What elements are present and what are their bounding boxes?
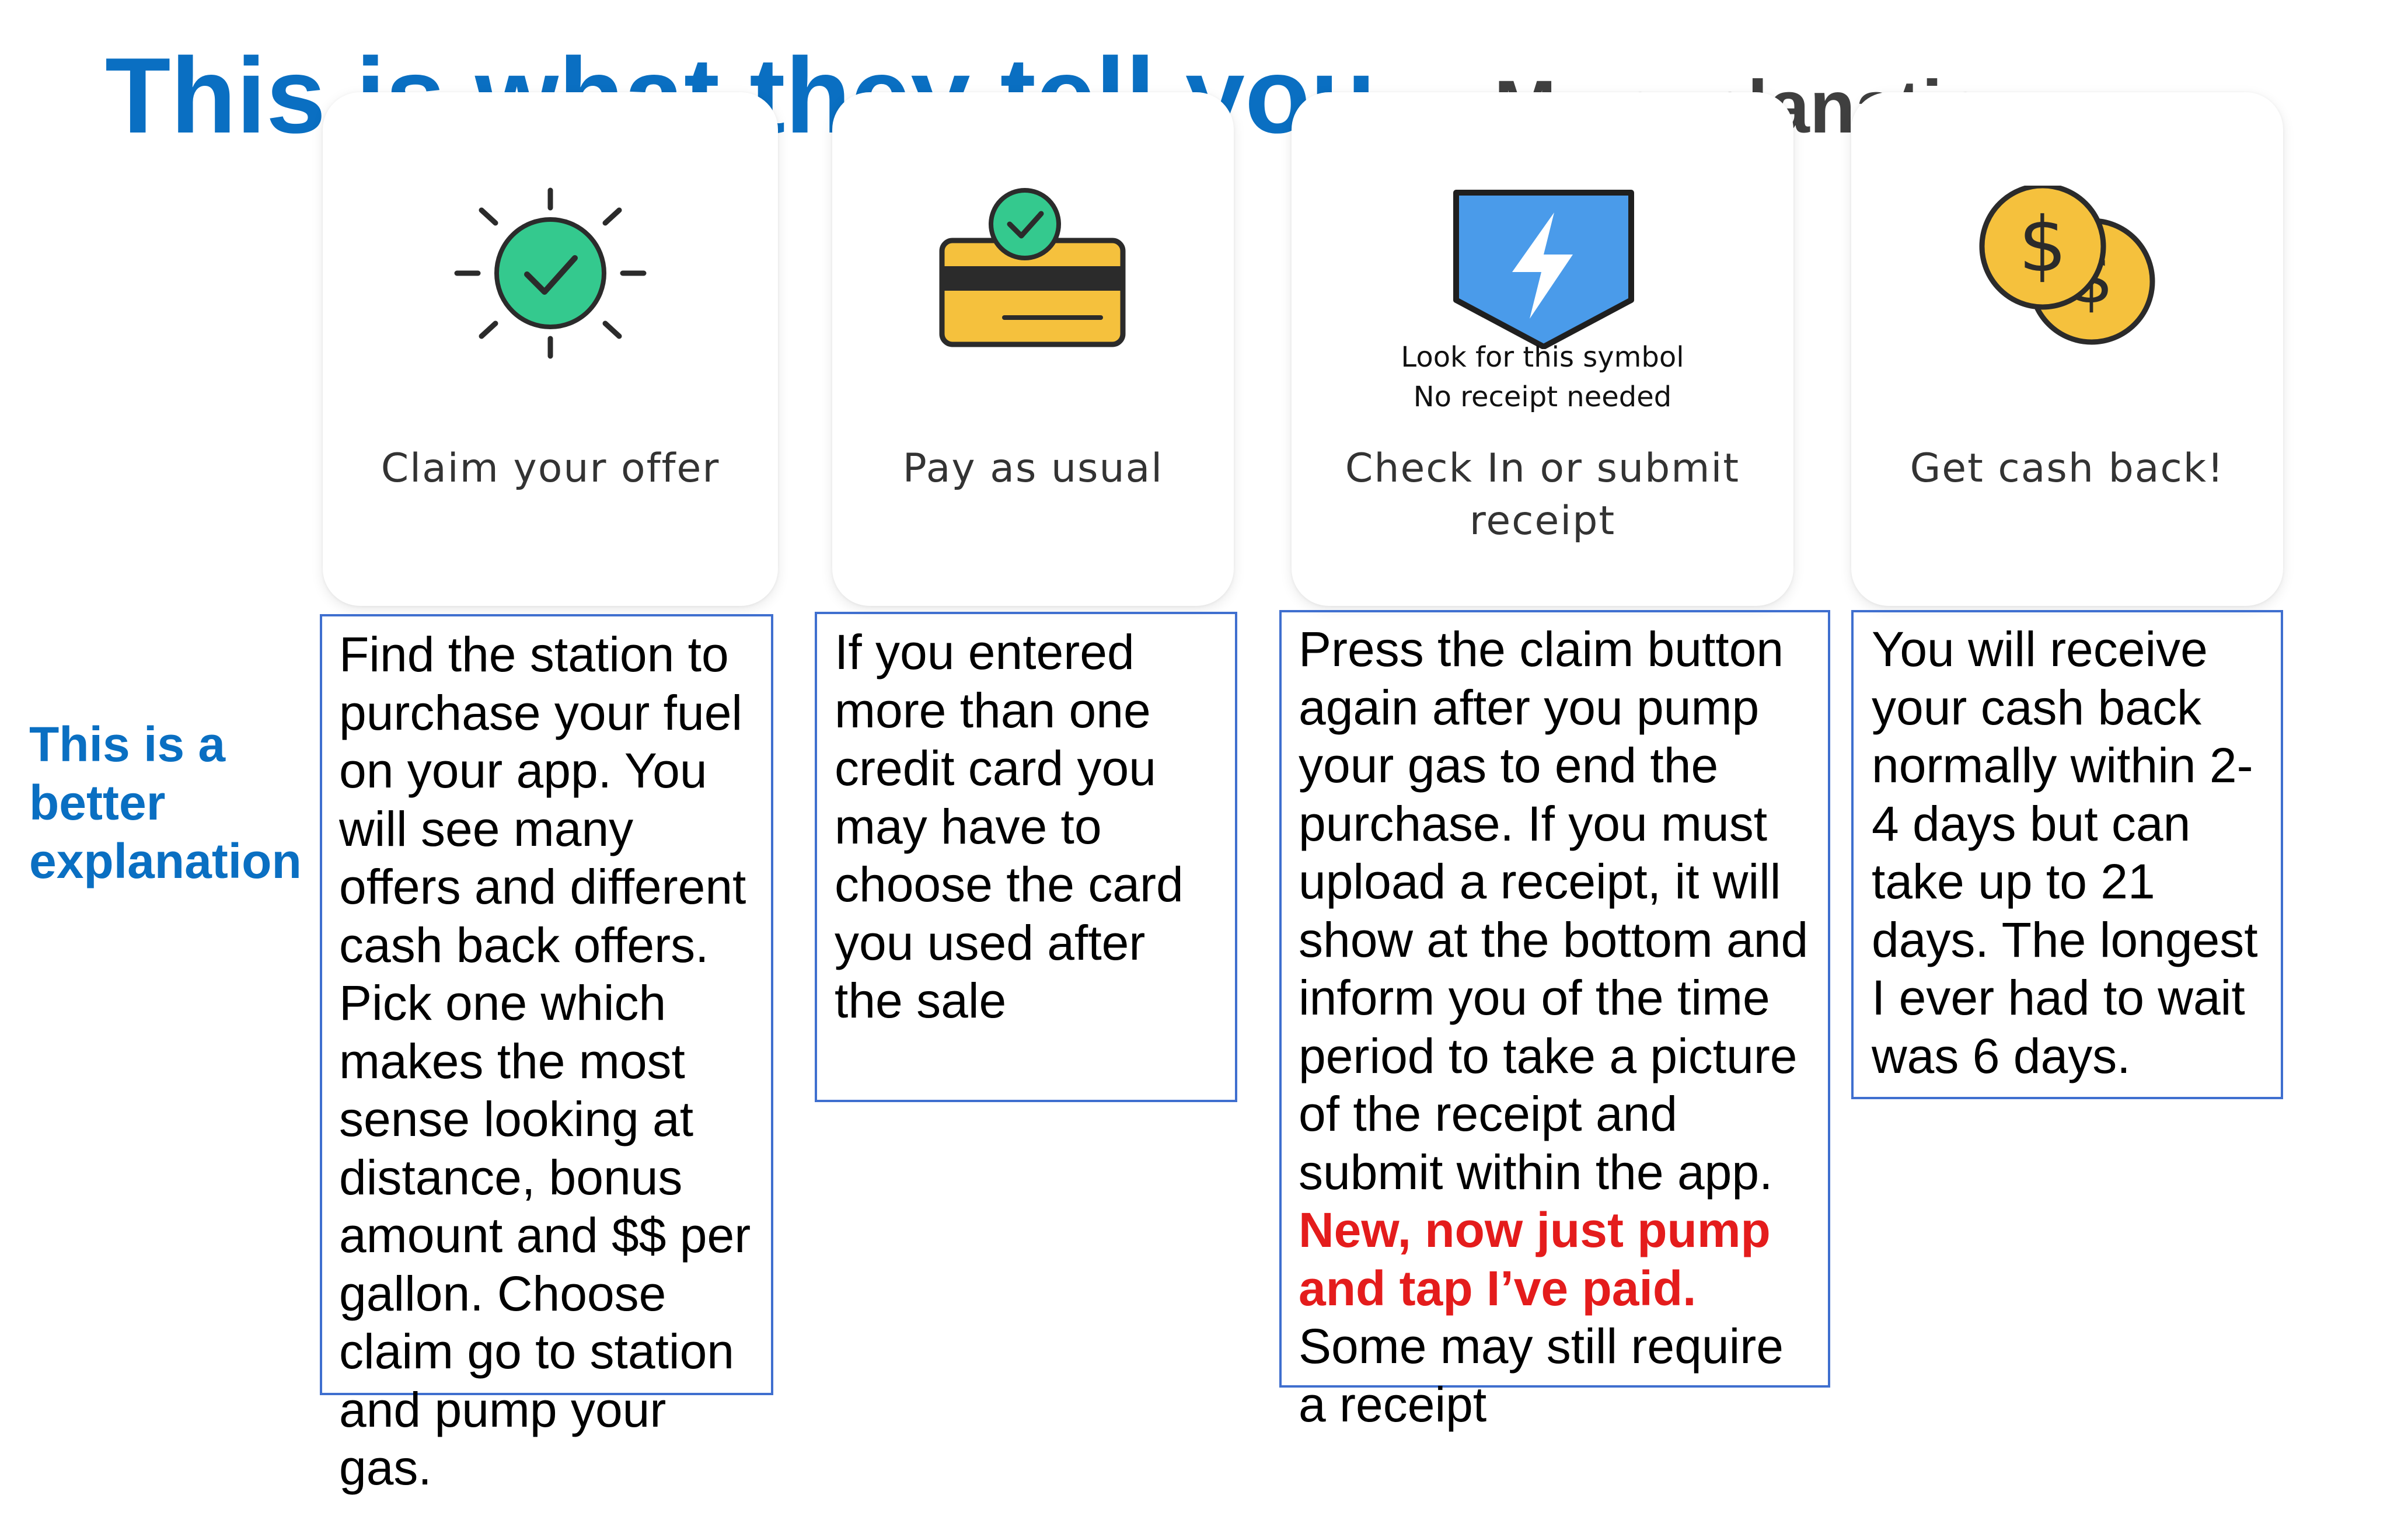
step-card-checkin: Look for this symbol No receipt needed C… — [1292, 92, 1793, 606]
step-label-cashback: Get cash back! — [1910, 445, 2225, 492]
step-card-pay: Pay as usual — [832, 92, 1234, 606]
explanation-checkin-highlight: New, now just pump and tap I’ve paid. — [1299, 1203, 1771, 1316]
step-card-cashback: $ $ Get cash back! — [1851, 92, 2283, 606]
no-receipt-note-text: Look for this symbol No receipt needed — [1401, 341, 1684, 413]
step-label-pay: Pay as usual — [902, 445, 1164, 492]
explanation-box-claim — [320, 614, 773, 1395]
step-card-claim: Claim your offer — [323, 92, 778, 606]
explanation-text-pay: If you entered more than one credit card… — [835, 625, 1184, 1028]
explanation-text-cashback: You will receive your cash back normally… — [1872, 622, 2258, 1083]
credit-card-check-icon — [939, 188, 1126, 347]
explanation-checkin-main: Press the claim button again after you p… — [1299, 622, 1809, 1200]
step-label-checkin: Check In or submit receipt — [1345, 445, 1740, 544]
explanation-box-pay — [815, 612, 1237, 1102]
no-receipt-note: Look for this symbol No receipt needed — [1292, 337, 1793, 417]
explanation-checkin-after: Some may still require a receipt — [1299, 1319, 1784, 1432]
explanation-text-claim: Find the station to purchase your fuel o… — [339, 627, 751, 1495]
better-explanation-label: This is a better explanation — [29, 717, 302, 888]
sun-check-icon — [454, 187, 647, 359]
explanation-box-cashback — [1851, 610, 2283, 1099]
step-label-claim: Claim your offer — [381, 445, 720, 492]
coins-icon: $ $ — [1979, 186, 2155, 345]
explanation-text-checkin: Press the claim button again after you p… — [1299, 621, 1824, 1434]
svg-text:$: $ — [2019, 200, 2067, 289]
explanation-box-checkin — [1279, 610, 1830, 1388]
lightning-shield-icon — [1453, 190, 1634, 349]
